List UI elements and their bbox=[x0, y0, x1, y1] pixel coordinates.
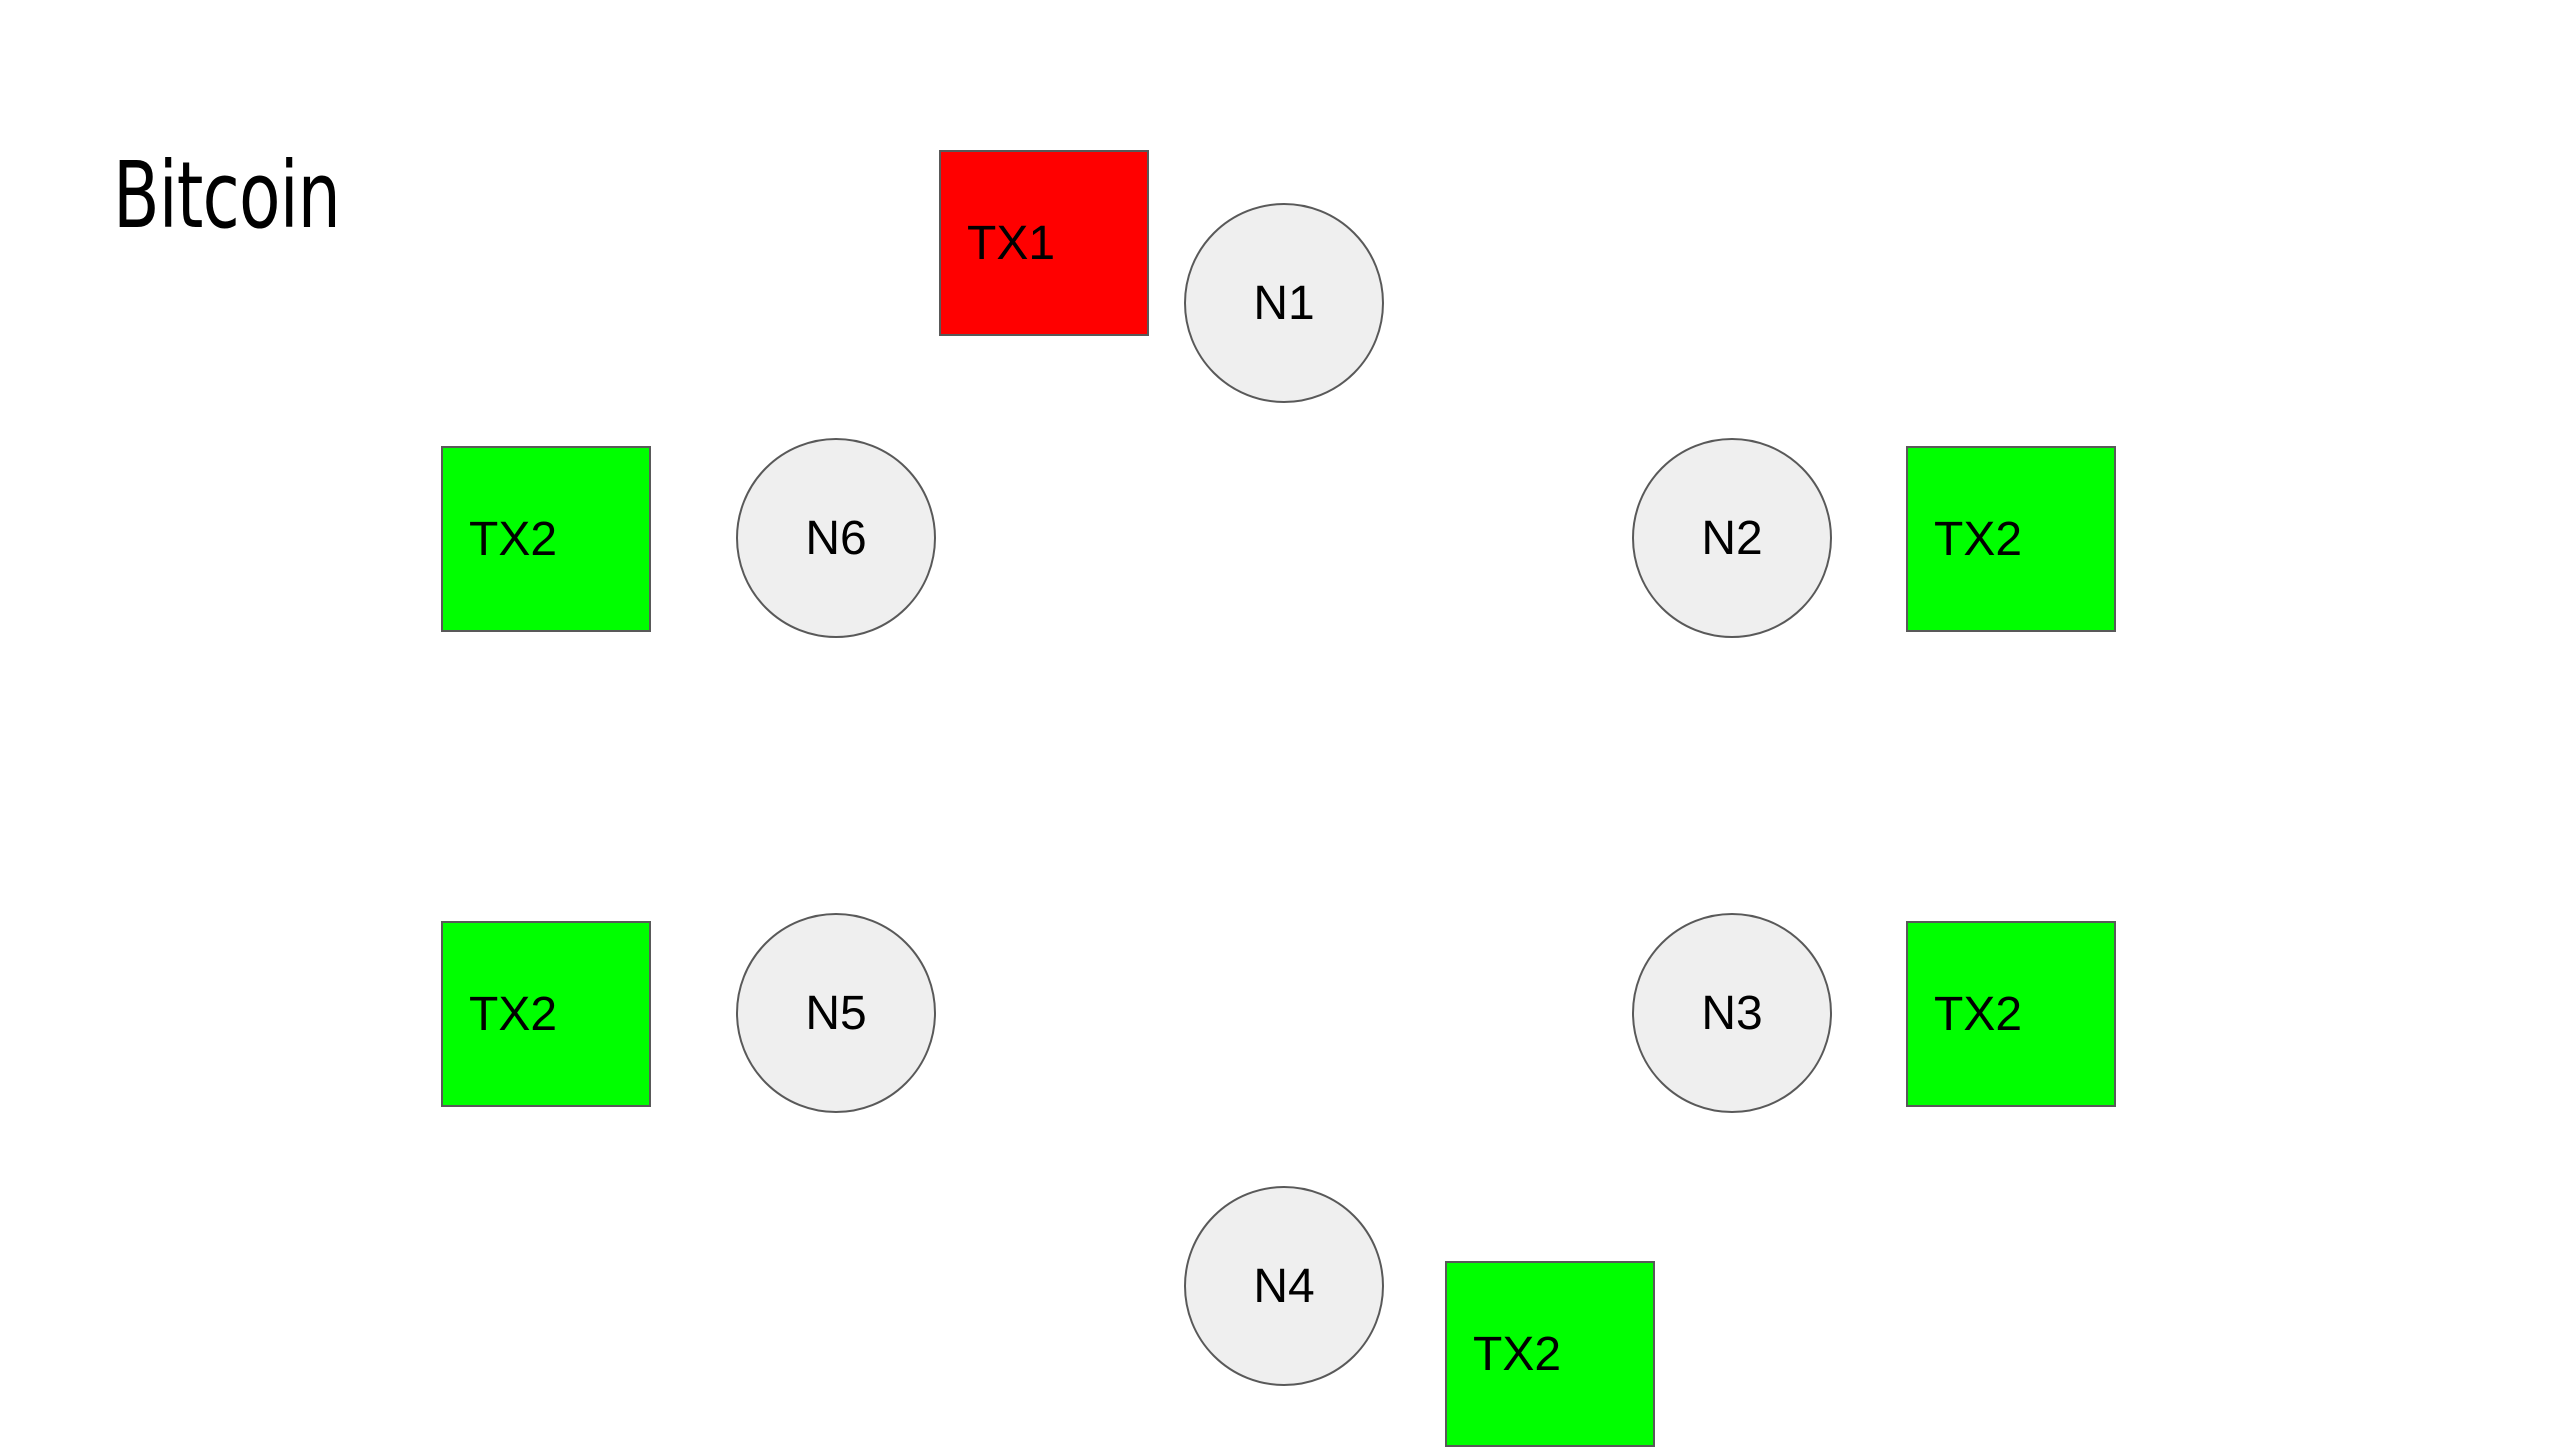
transaction-label: TX2 bbox=[469, 512, 558, 566]
node-n1: N1 bbox=[1184, 203, 1384, 403]
transaction-box-n2: TX2 bbox=[1906, 446, 2116, 632]
transaction-label: TX2 bbox=[469, 987, 558, 1041]
transaction-box-n1: TX1 bbox=[939, 150, 1149, 336]
transaction-box-n3: TX2 bbox=[1906, 921, 2116, 1107]
transaction-label: TX2 bbox=[1934, 987, 2023, 1041]
node-n6: N6 bbox=[736, 438, 936, 638]
node-n5: N5 bbox=[736, 913, 936, 1113]
transaction-box-n5: TX2 bbox=[441, 921, 651, 1107]
node-n2: N2 bbox=[1632, 438, 1832, 638]
node-n3: N3 bbox=[1632, 913, 1832, 1113]
transaction-label: TX2 bbox=[1934, 512, 2023, 566]
transaction-label: TX1 bbox=[967, 216, 1056, 270]
transaction-box-n6: TX2 bbox=[441, 446, 651, 632]
node-n4: N4 bbox=[1184, 1186, 1384, 1386]
transaction-label: TX2 bbox=[1473, 1327, 1562, 1381]
transaction-box-n4: TX2 bbox=[1445, 1261, 1655, 1447]
slide-title: Bitcoin bbox=[113, 142, 341, 249]
